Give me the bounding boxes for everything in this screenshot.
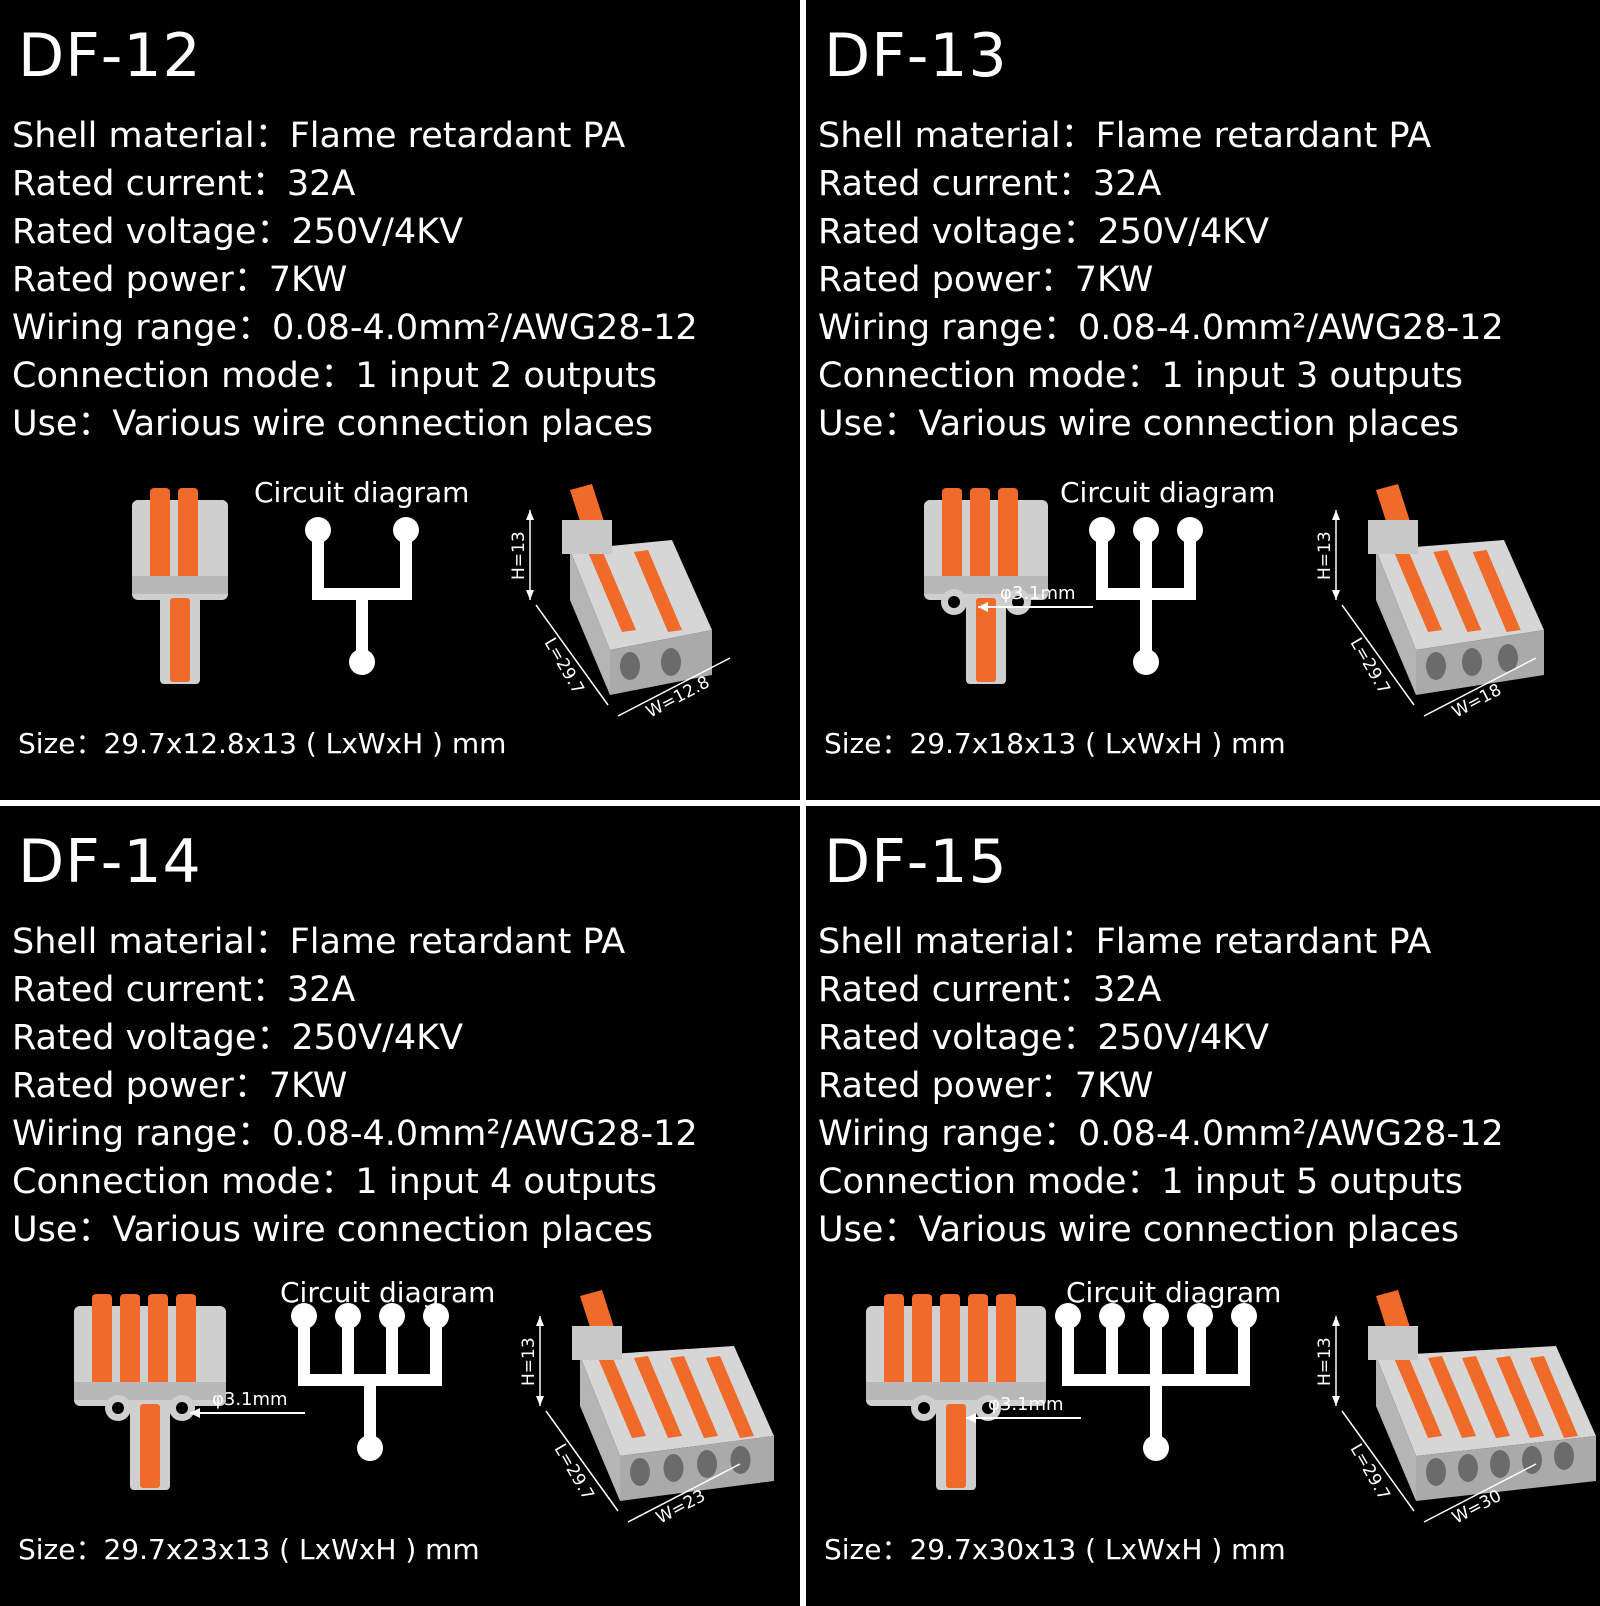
circuit-diagram-title: Circuit diagram bbox=[254, 476, 470, 509]
spec-list: Shell material：Flame retardant PA Rated c… bbox=[818, 918, 1504, 1254]
spec-line: Rated voltage：250V/4KV bbox=[12, 212, 464, 252]
spec-line: Connection mode：1 input 3 outputs bbox=[818, 356, 1464, 396]
spec-line: Wiring range：0.08-4.0mm²/AWG28-12 bbox=[12, 308, 698, 348]
size-line: Size：29.7x30x13 ( LxWxH ) mm bbox=[824, 1533, 1286, 1566]
hole-diameter-callout: φ3.1mm bbox=[190, 1389, 305, 1418]
connector-front-photo bbox=[924, 488, 1048, 684]
circuit-diagram bbox=[1055, 1303, 1257, 1461]
spec-line: Connection mode：1 input 5 outputs bbox=[818, 1162, 1464, 1202]
height-dimension-label: H=13 bbox=[509, 531, 529, 580]
spec-line: Shell material：Flame retardant PA bbox=[12, 922, 626, 962]
spec-line: Rated voltage：250V/4KV bbox=[818, 212, 1270, 252]
connector-isometric-photo: H=13L=29.7W=23 bbox=[519, 1290, 774, 1528]
model-title: DF-14 bbox=[18, 827, 202, 897]
height-dimension-label: H=13 bbox=[519, 1337, 539, 1386]
spec-line: Rated power：7KW bbox=[12, 1066, 348, 1106]
spec-line: Rated power：7KW bbox=[12, 260, 348, 300]
spec-line: Rated power：7KW bbox=[818, 260, 1154, 300]
connector-front-photo bbox=[74, 1294, 226, 1490]
connector-isometric-photo: H=13L=29.7W=30 bbox=[1315, 1290, 1596, 1528]
connector-front-photo bbox=[866, 1294, 1046, 1490]
spec-line: Rated current：32A bbox=[12, 970, 356, 1010]
hole-diameter-callout: φ3.1mm bbox=[978, 583, 1093, 612]
spec-line: Shell material：Flame retardant PA bbox=[818, 116, 1432, 156]
spec-list: Shell material：Flame retardant PA Rated c… bbox=[818, 112, 1504, 448]
spec-line: Shell material：Flame retardant PA bbox=[12, 116, 626, 156]
spec-line: Use：Various wire connection places bbox=[818, 404, 1460, 444]
circuit-diagram bbox=[305, 517, 419, 675]
height-dimension-label: H=13 bbox=[1315, 531, 1335, 580]
spec-line: Use：Various wire connection places bbox=[12, 404, 654, 444]
spec-line: Rated current：32A bbox=[12, 164, 356, 204]
spec-line: Wiring range：0.08-4.0mm²/AWG28-12 bbox=[12, 1114, 698, 1154]
size-line: Size：29.7x23x13 ( LxWxH ) mm bbox=[18, 1533, 480, 1566]
hole-label: φ3.1mm bbox=[212, 1389, 288, 1410]
spec-line: Rated current：32A bbox=[818, 164, 1162, 204]
connector-front-photo bbox=[132, 488, 228, 684]
spec-list: Shell material：Flame retardant PA Rated c… bbox=[12, 112, 698, 448]
spec-line: Rated current：32A bbox=[818, 970, 1162, 1010]
spec-line: Rated power：7KW bbox=[818, 1066, 1154, 1106]
size-line: Size：29.7x12.8x13 ( LxWxH ) mm bbox=[18, 727, 507, 760]
model-title: DF-12 bbox=[18, 21, 202, 91]
connector-isometric-photo: H=13L=29.7W=18 bbox=[1315, 484, 1544, 722]
spec-line: Connection mode：1 input 2 outputs bbox=[12, 356, 658, 396]
height-dimension-label: H=13 bbox=[1315, 1337, 1335, 1386]
spec-line: Wiring range：0.08-4.0mm²/AWG28-12 bbox=[818, 308, 1504, 348]
spec-list: Shell material：Flame retardant PA Rated c… bbox=[12, 918, 698, 1254]
circuit-diagram-title: Circuit diagram bbox=[1060, 476, 1276, 509]
spec-line: Rated voltage：250V/4KV bbox=[12, 1018, 464, 1058]
spec-line: Rated voltage：250V/4KV bbox=[818, 1018, 1270, 1058]
size-line: Size：29.7x18x13 ( LxWxH ) mm bbox=[824, 727, 1286, 760]
hole-diameter-callout: φ3.1mm bbox=[966, 1394, 1081, 1423]
spec-line: Connection mode：1 input 4 outputs bbox=[12, 1162, 658, 1202]
circuit-diagram bbox=[291, 1303, 449, 1461]
circuit-diagram-title: Circuit diagram bbox=[280, 1276, 496, 1309]
hole-label: φ3.1mm bbox=[988, 1394, 1064, 1415]
spec-line: Shell material：Flame retardant PA bbox=[818, 922, 1432, 962]
spec-line: Wiring range：0.08-4.0mm²/AWG28-12 bbox=[818, 1114, 1504, 1154]
circuit-diagram bbox=[1089, 517, 1203, 675]
spec-line: Use：Various wire connection places bbox=[12, 1210, 654, 1250]
hole-label: φ3.1mm bbox=[1000, 583, 1076, 604]
model-title: DF-13 bbox=[824, 21, 1008, 91]
model-title: DF-15 bbox=[824, 827, 1008, 897]
spec-line: Use：Various wire connection places bbox=[818, 1210, 1460, 1250]
